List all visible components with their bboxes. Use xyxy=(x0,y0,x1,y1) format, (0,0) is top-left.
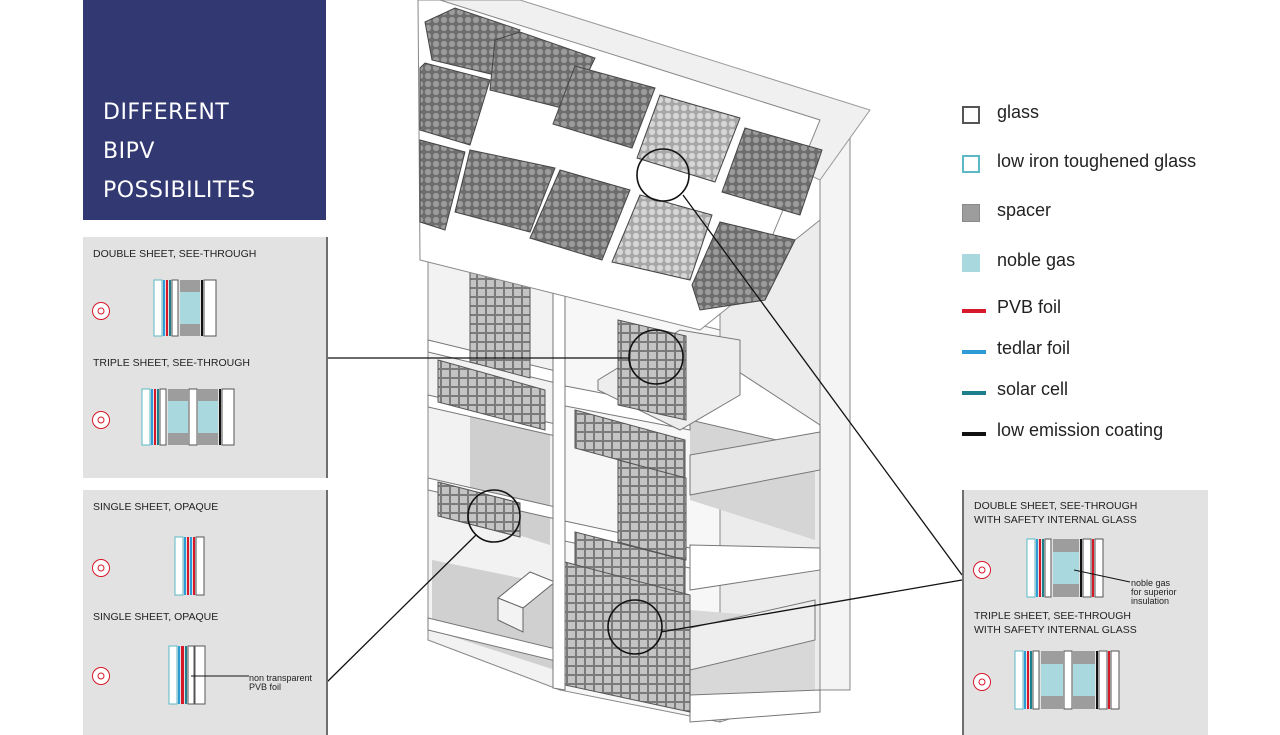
legend-label-spacer: spacer xyxy=(997,200,1052,220)
panel-opaque: SINGLE SHEET, OPAQUE SINGLE SHEET, OPAQU… xyxy=(83,490,328,735)
panel-label-triple-safety-1: TRIPLE SHEET, SEE-THROUGH xyxy=(974,610,1131,622)
panel-label-triple-safety-2: WITH SAFETY INTERNAL GLASS xyxy=(974,624,1137,636)
panel-label-triple-see-through: TRIPLE SHEET, SEE-THROUGH xyxy=(93,357,250,369)
panel-label-double-safety-1: DOUBLE SHEET, SEE-THROUGH xyxy=(974,500,1138,512)
legend-swatch-solar-cell xyxy=(962,391,986,395)
single-sheet-opaque-cross-section xyxy=(168,645,206,705)
double-sheet-cross-section xyxy=(153,279,217,337)
legend-swatch-pvb-foil xyxy=(962,309,986,313)
panel-label-single-opaque-2: SINGLE SHEET, OPAQUE xyxy=(93,611,219,623)
title-box: DIFFERENT BIPV POSSIBILITES xyxy=(83,0,326,220)
legend-label-tedlar-foil: tedlar foil xyxy=(997,338,1071,358)
note-non-transparent-2: PVB foil xyxy=(249,682,282,692)
legend-swatch-spacer xyxy=(962,204,980,222)
sun-icon xyxy=(92,667,110,685)
note-pointer xyxy=(1074,569,1131,583)
legend-label-solar-cell: solar cell xyxy=(997,379,1069,399)
legend-swatch-tedlar-foil xyxy=(962,350,986,354)
panel-label-double-safety-2: WITH SAFETY INTERNAL GLASS xyxy=(974,514,1137,526)
legend-swatch-low-emission-coating xyxy=(962,432,986,436)
panel-label-single-opaque-1: SINGLE SHEET, OPAQUE xyxy=(93,501,219,513)
legend-label-noble-gas: noble gas xyxy=(997,250,1076,270)
sun-icon xyxy=(973,561,991,579)
legend-label-glass: glass xyxy=(997,102,1040,122)
legend-swatch-glass xyxy=(962,106,980,124)
note-noble-gas-2: for superior xyxy=(1131,587,1177,597)
panel-label-double-see-through: DOUBLE SHEET, SEE-THROUGH xyxy=(93,248,257,260)
double-safety-cross-section xyxy=(1026,538,1104,598)
legend-swatch-noble-gas xyxy=(962,254,980,272)
note-non-transparent-1: non transparent xyxy=(249,673,313,683)
note-pointer xyxy=(191,675,249,677)
legend-label-pvb-foil: PVB foil xyxy=(997,297,1062,317)
panel-safety-internal: DOUBLE SHEET, SEE-THROUGH WITH SAFETY IN… xyxy=(962,490,1208,735)
legend-swatch-low-iron-glass xyxy=(962,155,980,173)
triple-sheet-cross-section xyxy=(141,388,235,446)
title-line-2: BIPV xyxy=(103,139,155,164)
title-line-1: DIFFERENT xyxy=(103,100,230,125)
sun-icon xyxy=(973,673,991,691)
single-sheet-cross-section xyxy=(174,536,205,596)
legend-label-low-iron-glass: low iron toughened glass xyxy=(997,151,1197,171)
sun-icon xyxy=(92,302,110,320)
title-line-3: POSSIBILITES xyxy=(103,178,256,203)
triple-safety-cross-section xyxy=(1014,650,1120,710)
sun-icon xyxy=(92,411,110,429)
note-noble-gas-3: insulation xyxy=(1131,596,1170,606)
legend-label-low-emission-coating: low emission coating xyxy=(997,420,1164,440)
panel-see-through: DOUBLE SHEET, SEE-THROUGH TRIPLE SHEET, … xyxy=(83,237,328,478)
note-noble-gas-1: noble gas xyxy=(1131,578,1171,588)
sun-icon xyxy=(92,559,110,577)
